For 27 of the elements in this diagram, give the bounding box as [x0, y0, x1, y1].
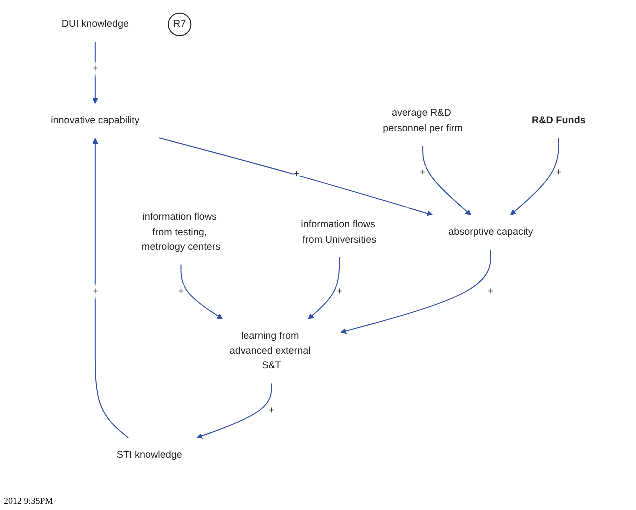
node-text: innovative capability [50, 115, 140, 126]
edge-label: + [178, 286, 184, 298]
node-text: learning from advanced external S&T [229, 330, 310, 372]
arrow [158, 138, 433, 217]
edge-label: + [488, 286, 494, 298]
edge-label: + [293, 168, 300, 180]
edge-label: + [556, 167, 562, 178]
arrow [340, 249, 491, 334]
edge-label: + [92, 286, 98, 298]
node-text: information flows from Universities [300, 219, 376, 246]
node-circle: R7 [168, 12, 192, 36]
edge-label: + [420, 167, 426, 178]
node-text: R&D Funds [531, 115, 586, 126]
arrow [196, 383, 272, 439]
node-text: absorptive capacity [448, 226, 533, 238]
node-text: DUI knowledge [61, 18, 128, 30]
node-text: STI knowledge [116, 449, 182, 460]
edge-label: + [336, 286, 342, 298]
arrow [308, 256, 340, 320]
arrow [422, 145, 471, 216]
arrow [510, 138, 559, 216]
node-text: average R&D personnel per firm [382, 108, 462, 134]
edge-label: + [92, 63, 98, 74]
arrow [180, 264, 222, 320]
node-text: information flows from testing, metrology centers [141, 212, 220, 253]
edge-label: + [268, 404, 274, 416]
timestamp-note: 2012 9:35PM [4, 496, 54, 506]
